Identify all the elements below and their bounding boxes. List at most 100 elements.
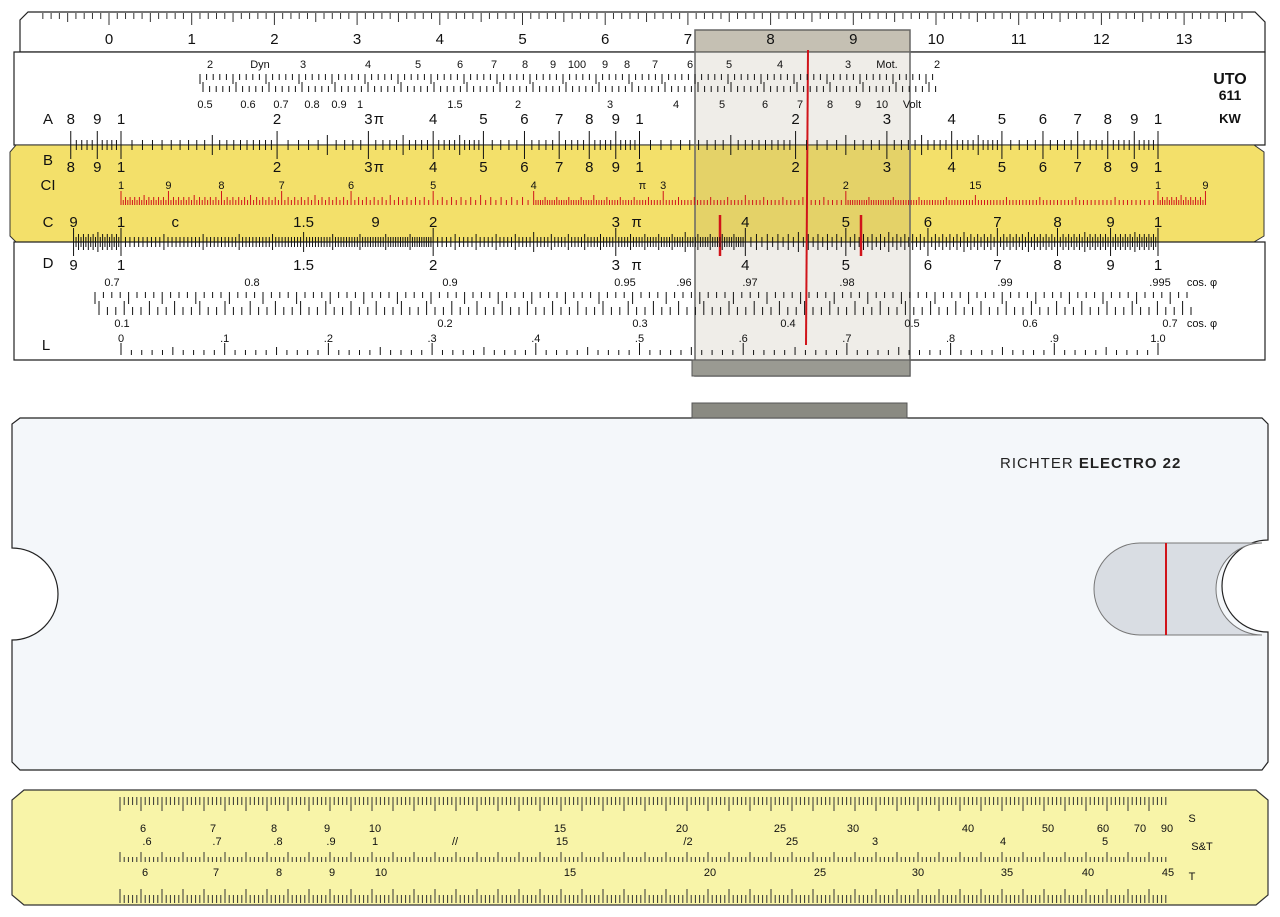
- scale-s-label: 6: [140, 823, 146, 835]
- scale-a-label: 4: [947, 111, 955, 128]
- dyn-label: 8: [522, 59, 528, 71]
- scale-ci-label: 1: [1155, 180, 1161, 192]
- scale-a-label: 1: [117, 111, 125, 128]
- scale-d-label: 5: [842, 257, 850, 274]
- scale-d-label: 7: [993, 257, 1001, 274]
- volt-label: 4: [673, 99, 679, 111]
- scale-ci-label: 15: [969, 180, 981, 192]
- scale-l-label: 1.0: [1150, 333, 1165, 345]
- scale-d-label: 8: [1053, 257, 1061, 274]
- cm-ruler-label: 6: [601, 31, 609, 48]
- volt-label: 1: [357, 99, 363, 111]
- scale-d-label: 6: [924, 257, 932, 274]
- scale-s-label: 50: [1042, 823, 1054, 835]
- scale-d-label: 4: [741, 257, 749, 274]
- scale-a-label: 1: [1154, 111, 1162, 128]
- scale-l-name: L: [42, 337, 50, 354]
- mot-name: Mot.: [876, 59, 897, 71]
- dyn-label: 4: [365, 59, 371, 71]
- scale-a-label: π: [374, 111, 384, 128]
- cos-phi-2-label: 0.6: [1022, 318, 1037, 330]
- scale-a-label: 6: [520, 111, 528, 128]
- scale-b-label: 5: [479, 159, 487, 176]
- back-panel: [11, 417, 1269, 771]
- cos-phi-1-label: 0.7: [104, 277, 119, 289]
- scale-st-label: .9: [326, 836, 335, 848]
- volt-label: 2: [515, 99, 521, 111]
- scale-c-label: 8: [1053, 214, 1061, 231]
- scale-a-label: 9: [93, 111, 101, 128]
- scale-st-label: 25: [786, 836, 798, 848]
- scale-ci-label: 6: [348, 180, 354, 192]
- scale-b-label: 9: [1130, 159, 1138, 176]
- scale-s-label: 30: [847, 823, 859, 835]
- cos-phi-2-label: 0.3: [632, 318, 647, 330]
- dyn-label: 9: [550, 59, 556, 71]
- scale-t-label: 10: [375, 867, 387, 879]
- scale-b-label: 5: [998, 159, 1006, 176]
- cos-phi-1-label: .98: [839, 277, 854, 289]
- scale-c-label: 3: [612, 214, 620, 231]
- brand-model: 611: [1219, 87, 1242, 103]
- cos-phi-2-label: 0.7: [1162, 318, 1177, 330]
- scale-t-label: 15: [564, 867, 576, 879]
- scale-b-label: π: [374, 159, 384, 176]
- cm-ruler-edge: [19, 11, 1266, 53]
- scale-st-label: 5: [1102, 836, 1108, 848]
- scale-a-label: 8: [585, 111, 593, 128]
- scale-l-label: .2: [324, 333, 333, 345]
- scale-d-name: D: [43, 255, 54, 272]
- dyn-label: 2: [207, 59, 213, 71]
- cm-ruler-label: 7: [684, 31, 692, 48]
- cos-phi-2-label: 0.5: [904, 318, 919, 330]
- scale-d-label: 9: [69, 257, 77, 274]
- scale-t-name: T: [1189, 871, 1196, 883]
- scale-s-label: 8: [271, 823, 277, 835]
- scale-st-label: 3: [872, 836, 878, 848]
- scale-b-label: 7: [1074, 159, 1082, 176]
- scale-st-label: /2: [683, 836, 692, 848]
- dyn-label: 6: [457, 59, 463, 71]
- scale-l-label: 0: [118, 333, 124, 345]
- cos-phi-1-label: 0.95: [614, 277, 635, 289]
- brand-unit: KW: [1219, 111, 1241, 126]
- scale-b-label: 1: [117, 159, 125, 176]
- scale-a-label: 6: [1039, 111, 1047, 128]
- back-maker: RICHTER: [1000, 455, 1074, 472]
- scale-b-label: 2: [791, 159, 799, 176]
- scale-s-label: 9: [324, 823, 330, 835]
- scale-b-label: 6: [520, 159, 528, 176]
- cursor-lower-bar[interactable]: [691, 359, 911, 377]
- cursor-window-slot: [1093, 542, 1263, 636]
- cm-ruler-label: 11: [1011, 31, 1027, 48]
- volt-label: 9: [855, 99, 861, 111]
- scale-ci-label: 7: [279, 180, 285, 192]
- scale-d-label: π: [631, 257, 641, 274]
- back-model: ELECTRO 22: [1079, 455, 1182, 472]
- dyn-label: 3: [845, 59, 851, 71]
- scale-b-label: 1: [635, 159, 643, 176]
- dyn-label: 5: [415, 59, 421, 71]
- scale-l-label: .7: [842, 333, 851, 345]
- cos-phi-1-label: .995: [1149, 277, 1170, 289]
- scale-c-label: 4: [741, 214, 749, 231]
- scale-b-name: B: [43, 152, 53, 169]
- volt-label: 0.9: [331, 99, 346, 111]
- scale-a-label: 9: [612, 111, 620, 128]
- scale-st-label: .6: [142, 836, 151, 848]
- cm-ruler-label: 13: [1176, 31, 1193, 48]
- scale-c-label: 6: [924, 214, 932, 231]
- dyn-label: 2: [934, 59, 940, 71]
- scale-ci-label: 8: [218, 180, 224, 192]
- scale-st-label: 1: [372, 836, 378, 848]
- dyn-label: 8: [624, 59, 630, 71]
- scale-ci-label: 5: [430, 180, 436, 192]
- scale-st-label: 4: [1000, 836, 1006, 848]
- scale-a-name: A: [43, 111, 53, 128]
- scale-st-label: .8: [273, 836, 282, 848]
- scale-t-label: 9: [329, 867, 335, 879]
- volt-label: 7: [797, 99, 803, 111]
- cursor-top-bar[interactable]: [694, 29, 911, 53]
- volt-label: 0.7: [273, 99, 288, 111]
- dyn-label: 7: [652, 59, 658, 71]
